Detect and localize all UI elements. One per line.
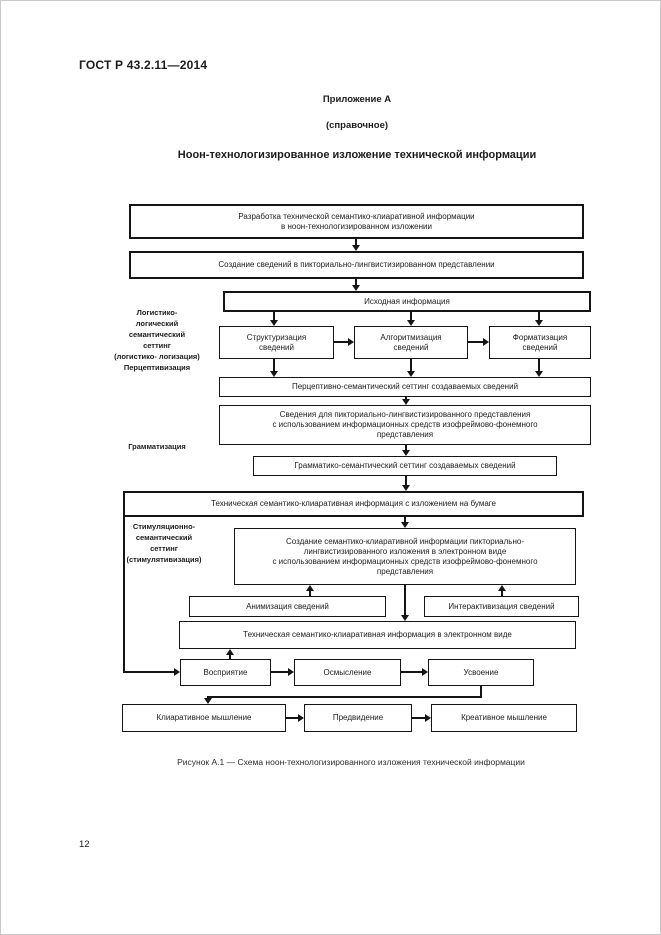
side-label-logistic-setting: Логистико- логический семантический сетт… [114,308,200,372]
connector-line [355,279,357,285]
flow-node-creation-pictorial: Создание сведений в пикториально-лингвис… [129,251,584,279]
flow-node-data-for-pictorial: Сведения для пикториально-лингвистизиров… [219,405,591,445]
connector-line [538,359,540,371]
connector-line [405,476,407,485]
arrow-down-icon [407,320,415,326]
connector-line [309,591,311,596]
flow-node-animation: Анимизация сведений [189,596,386,617]
connector-line [412,717,425,719]
connector-line [271,671,288,673]
side-label-stimulation-setting: Стимуляционно- семантический сеттинг (ст… [126,522,202,564]
connector-line [501,591,503,596]
flow-node-development: Разработка технической семантико-клиарат… [129,204,584,239]
connector-line [286,717,298,719]
arrow-down-icon [352,245,360,251]
arrow-right-icon [298,714,304,722]
arrow-down-icon [535,320,543,326]
connector-line [334,341,348,343]
arrow-down-icon [352,285,360,291]
arrow-up-icon [498,585,506,591]
arrow-right-icon [483,338,489,346]
connector-line [410,359,412,371]
arrow-right-icon [348,338,354,346]
arrow-up-icon [306,585,314,591]
flow-node-creative-thinking: Креативное мышление [431,704,577,732]
arrow-right-icon [288,668,294,676]
connector-line [273,359,275,371]
flow-node-interactivization: Интерактивизация сведений [424,596,579,617]
arrow-down-icon [535,371,543,377]
flow-node-source-info: Исходная информация [223,291,591,312]
connector-line [273,312,275,320]
arrow-right-icon [425,714,431,722]
connector-line [123,515,125,672]
arrow-up-icon [226,649,234,655]
flow-node-algorithmization: Алгоритмизация сведений [354,326,468,359]
arrow-down-icon [402,450,410,456]
page-number: 12 [79,839,90,850]
connector-line [229,655,231,659]
flow-node-formatting: Форматизация сведений [489,326,591,359]
connector-line [405,397,407,399]
connector-line [401,671,422,673]
standard-reference: ГОСТ Р 43.2.11—2014 [79,58,208,72]
section-title: Ноон-технологизированное изложение техни… [177,149,537,161]
flow-node-kliarative-thinking: Клиаративное мышление [122,704,286,732]
appendix-title: Приложение А [322,94,392,105]
arrow-right-icon [422,668,428,676]
connector-line [538,312,540,320]
flow-node-grammar-setting: Грамматико-семантический сеттинг создава… [253,456,557,476]
arrow-down-icon [402,485,410,491]
flow-node-electronic-creation: Создание семантико-клиаративной информац… [234,528,576,585]
connector-line [404,585,406,615]
flow-node-foresight: Предвидение [304,704,412,732]
connector-line [480,686,482,698]
arrow-down-icon [401,522,409,528]
flow-node-perception: Восприятие [180,659,271,686]
flow-node-electronic-info: Техническая семантико-клиаративная инфор… [179,621,576,649]
side-label-grammatization: Грамматизация [128,442,186,451]
flow-node-paper-info: Техническая семантико-клиаративная инфор… [123,491,584,517]
connector-line [405,445,407,450]
arrow-down-icon [204,698,212,704]
arrow-down-icon [401,615,409,621]
connector-line [355,239,357,245]
flow-node-assimilation: Усвоение [428,659,534,686]
appendix-heading: Приложение А (справочное) [52,93,660,132]
connector-line [404,517,406,522]
flow-node-perceptual-setting: Перцептивно-семантический сеттинг создав… [219,377,591,397]
flow-node-comprehension: Осмысление [294,659,401,686]
arrow-down-icon [402,399,410,405]
arrow-down-icon [270,320,278,326]
connector-line [123,671,174,673]
arrow-right-icon [174,668,180,676]
connector-line [207,696,482,698]
connector-line [468,341,483,343]
flow-node-structuring: Структуризация сведений [219,326,334,359]
arrow-down-icon [270,371,278,377]
arrow-down-icon [407,371,415,377]
figure-caption: Рисунок А.1 — Схема ноон-технологизирова… [177,757,525,767]
connector-line [410,312,412,320]
appendix-subtitle: (справочное) [325,120,389,131]
